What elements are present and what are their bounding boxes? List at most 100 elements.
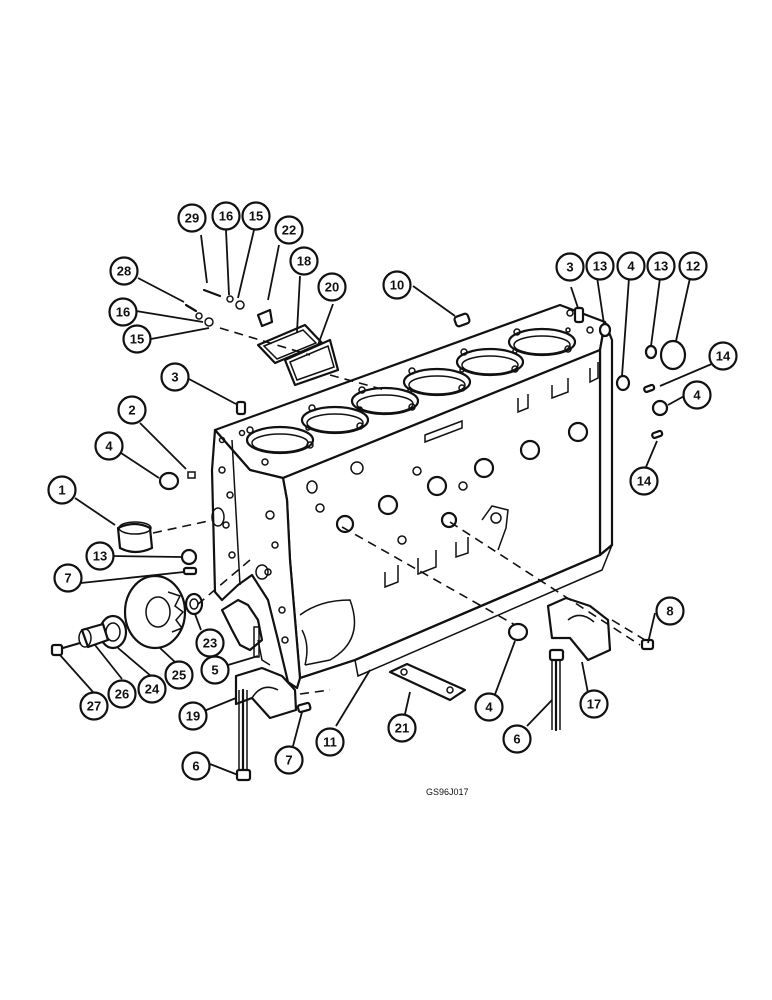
front-plate-holes xyxy=(211,429,289,644)
callout-4: 4 xyxy=(474,692,504,722)
callout-circle xyxy=(177,203,207,233)
callout-number: 14 xyxy=(716,349,731,364)
callout-15: 15 xyxy=(241,201,271,231)
callout-6: 6 xyxy=(502,724,532,754)
callout-circle xyxy=(211,201,241,231)
callout-circle xyxy=(178,701,208,731)
callout-number: 8 xyxy=(666,604,673,619)
callout-circle xyxy=(241,201,271,231)
callout-circle xyxy=(274,745,304,775)
callout-circle xyxy=(585,251,615,281)
callout-number: 22 xyxy=(282,223,296,238)
callout-circle xyxy=(94,431,124,461)
callout-13: 13 xyxy=(585,251,615,281)
callout-circle xyxy=(53,563,83,593)
callout-number: 6 xyxy=(192,759,199,774)
callout-number: 23 xyxy=(203,636,217,651)
callout-number: 20 xyxy=(325,280,339,295)
callout-number: 21 xyxy=(395,721,409,736)
callout-circle xyxy=(502,724,532,754)
callout-number: 1 xyxy=(58,483,65,498)
callout-number: 15 xyxy=(130,332,144,347)
callout-circle xyxy=(274,215,304,245)
callout-12: 12 xyxy=(678,251,708,281)
callout-circle xyxy=(200,655,230,685)
callout-25: 25 xyxy=(164,660,194,690)
callout-number: 12 xyxy=(686,259,700,274)
callout-circle xyxy=(555,252,585,282)
callout-16: 16 xyxy=(108,297,138,327)
callout-number: 27 xyxy=(87,699,101,714)
callout-circle xyxy=(117,395,147,425)
callout-circle xyxy=(289,246,319,276)
callout-number: 7 xyxy=(285,753,292,768)
callout-21: 21 xyxy=(387,713,417,743)
callout-number: 4 xyxy=(105,439,113,454)
callout-13: 13 xyxy=(85,541,115,571)
callout-circle xyxy=(47,475,77,505)
deck-bolt-holes xyxy=(246,309,594,466)
loose-parts xyxy=(50,306,687,782)
callout-circle xyxy=(164,660,194,690)
callout-circle xyxy=(160,362,190,392)
callout-8: 8 xyxy=(655,596,685,626)
callout-circle xyxy=(678,251,708,281)
callout-circle xyxy=(682,380,712,410)
callout-circle xyxy=(317,272,347,302)
callout-number: 4 xyxy=(693,388,701,403)
side-ports xyxy=(306,421,589,545)
callout-circle xyxy=(708,341,738,371)
callout-circle xyxy=(655,596,685,626)
callout-circle xyxy=(122,324,152,354)
callout-26: 26 xyxy=(107,679,137,709)
callout-number: 28 xyxy=(117,264,131,279)
callout-number: 24 xyxy=(145,682,160,697)
callout-number: 15 xyxy=(249,209,263,224)
callout-27: 27 xyxy=(79,691,109,721)
callout-number: 6 xyxy=(513,732,520,747)
callout-number: 4 xyxy=(627,259,635,274)
callout-circle xyxy=(181,751,211,781)
callout-number: 16 xyxy=(116,305,130,320)
callout-16: 16 xyxy=(211,201,241,231)
callout-circle xyxy=(616,251,646,281)
callout-5: 5 xyxy=(200,655,230,685)
callout-number: 7 xyxy=(64,571,71,586)
callout-4: 4 xyxy=(94,431,124,461)
callout-circle xyxy=(646,251,676,281)
callout-23: 23 xyxy=(195,628,225,658)
callout-number: 5 xyxy=(211,663,218,678)
callout-number: 2 xyxy=(128,403,135,418)
callout-14: 14 xyxy=(629,466,659,496)
callout-circle xyxy=(79,691,109,721)
callout-number: 16 xyxy=(219,209,233,224)
callout-4: 4 xyxy=(682,380,712,410)
front-cover-plate-assembly xyxy=(184,288,386,391)
callout-circle xyxy=(108,297,138,327)
callout-4: 4 xyxy=(616,251,646,281)
callout-circle xyxy=(107,679,137,709)
callout-22: 22 xyxy=(274,215,304,245)
callout-number: 13 xyxy=(93,549,107,564)
callout-number: 17 xyxy=(587,697,601,712)
callout-number: 4 xyxy=(485,700,493,715)
callout-17: 17 xyxy=(579,689,609,719)
callout-circle xyxy=(387,713,417,743)
callout-number: 10 xyxy=(390,278,404,293)
cylinder-bores xyxy=(245,327,577,455)
callout-number: 3 xyxy=(171,370,178,385)
callout-circle xyxy=(579,689,609,719)
callout-13: 13 xyxy=(646,251,676,281)
callout-1: 1 xyxy=(47,475,77,505)
cylinder-block xyxy=(210,303,614,690)
callout-6: 6 xyxy=(181,751,211,781)
callout-number: 13 xyxy=(654,259,668,274)
callout-circle xyxy=(85,541,115,571)
callout-number: 11 xyxy=(323,735,337,750)
callout-7: 7 xyxy=(53,563,83,593)
callout-2: 2 xyxy=(117,395,147,425)
callout-number: 14 xyxy=(637,474,652,489)
callout-14: 14 xyxy=(708,341,738,371)
